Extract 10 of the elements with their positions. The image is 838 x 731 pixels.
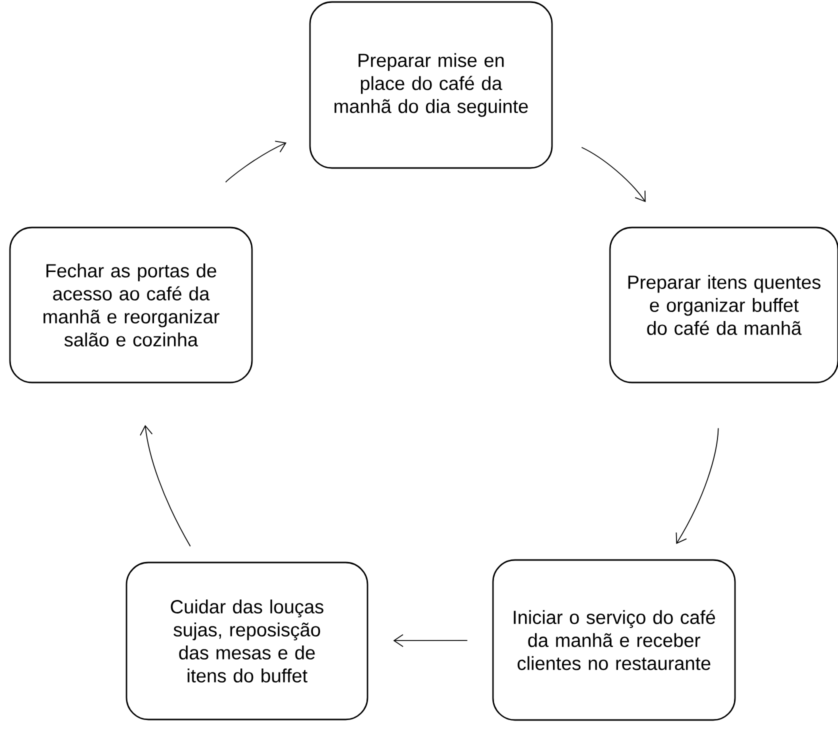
- process-box: Cuidar das louças sujas, reposisção das mesas e de itens do buffet: [126, 562, 368, 720]
- arrow: [581, 146, 646, 202]
- arrow: [225, 140, 286, 183]
- process-box: Preparar mise en place do café da manhã do dia seguinte: [309, 1, 553, 169]
- arrow: [676, 428, 719, 544]
- process-box: Fechar as portas de acesso ao café da manhã e reorganizar salão e cozinha: [9, 226, 253, 384]
- process-box: Iniciar o serviço do café da manhã e receber clientes no restaurante: [492, 559, 736, 721]
- process-box: Preparar itens quentes e organizar buffet do café da manhã: [609, 226, 838, 384]
- arrow: [393, 634, 468, 648]
- arrow: [140, 424, 191, 547]
